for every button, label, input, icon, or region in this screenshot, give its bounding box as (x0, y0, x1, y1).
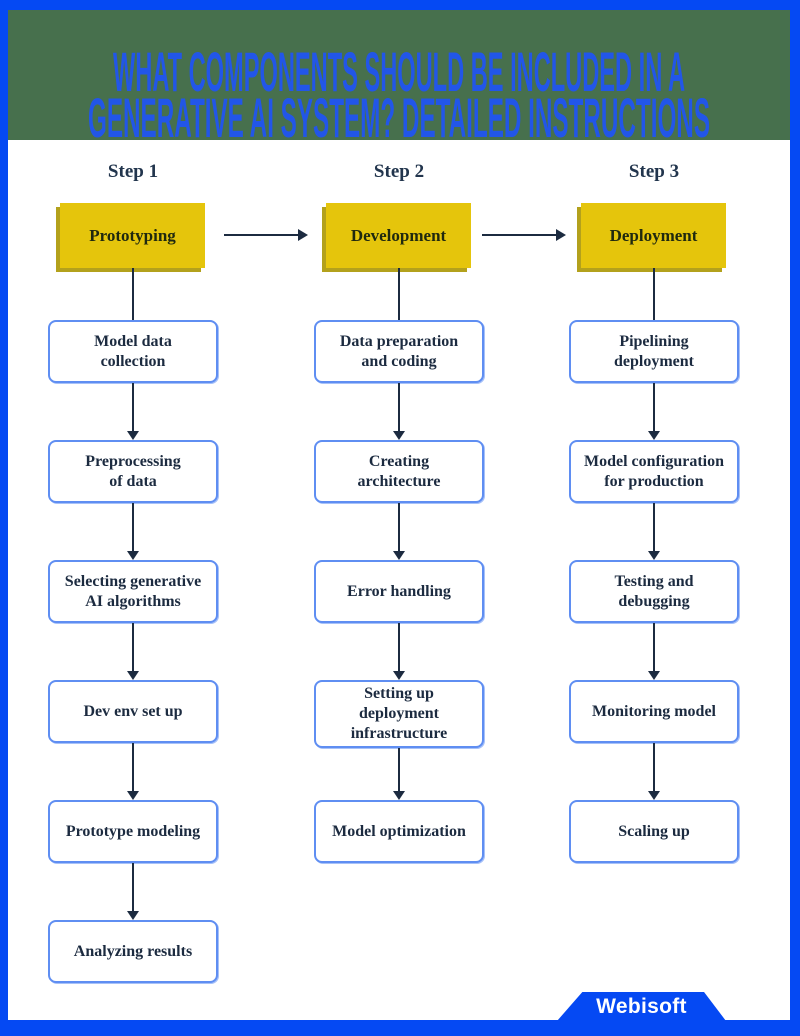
arrow-down-icon (393, 791, 405, 800)
arrow-down-icon (127, 431, 139, 440)
title-graphic: WHAT COMPONENTS SHOULD BE INCLUDED IN A … (88, 40, 710, 140)
connector-line (653, 268, 655, 320)
flow-box: Model configuration for production (569, 440, 739, 503)
arrow-down-icon (648, 791, 660, 800)
step-header-box: Deployment (581, 203, 726, 268)
step-label: Step 1 (107, 161, 159, 182)
arrow-down-icon (127, 911, 139, 920)
frame-top-border (0, 0, 800, 10)
arrow-down-line (132, 623, 134, 672)
header-band: WHAT COMPONENTS SHOULD BE INCLUDED IN A … (8, 10, 790, 140)
flow-box: Setting up deployment infrastructure (314, 680, 484, 748)
arrow-down-icon (127, 551, 139, 560)
flow-box: Selecting generative AI algorithms (48, 560, 218, 623)
step-label: Step 2 (373, 161, 425, 182)
arrow-down-line (132, 863, 134, 912)
arrow-down-icon (127, 791, 139, 800)
arrow-step2-step3-line (482, 234, 556, 236)
arrow-down-line (132, 743, 134, 792)
arrow-down-line (653, 383, 655, 432)
arrow-down-line (132, 383, 134, 432)
arrow-down-icon (393, 431, 405, 440)
arrow-down-line (653, 503, 655, 552)
footer-bar (0, 1020, 800, 1036)
flow-box: Error handling (314, 560, 484, 623)
arrow-down-icon (393, 671, 405, 680)
arrow-down-icon (648, 551, 660, 560)
flow-box: Model data collection (48, 320, 218, 383)
frame-right-border (790, 0, 800, 1036)
flow-box: Analyzing results (48, 920, 218, 983)
connector-line (132, 268, 134, 320)
flow-box: Creating architecture (314, 440, 484, 503)
arrow-down-line (132, 503, 134, 552)
arrow-down-line (653, 743, 655, 792)
flow-box: Data preparation and coding (314, 320, 484, 383)
step-label: Step 3 (628, 161, 680, 182)
arrow-down-icon (648, 671, 660, 680)
arrow-right-icon (556, 229, 566, 241)
arrow-down-icon (648, 431, 660, 440)
arrow-right-icon (298, 229, 308, 241)
brand-logo-text: Webisoft (596, 994, 687, 1018)
page-title-line2: GENERATIVE AI SYSTEM? DETAILED INSTRUCTI… (88, 86, 710, 140)
page-title-line1: WHAT COMPONENTS SHOULD BE INCLUDED IN A (113, 40, 685, 103)
flow-box: Testing and debugging (569, 560, 739, 623)
arrow-step1-step2-line (224, 234, 298, 236)
arrow-down-line (398, 503, 400, 552)
step-header-box: Prototyping (60, 203, 205, 268)
flow-box: Pipelining deployment (569, 320, 739, 383)
arrow-down-icon (393, 551, 405, 560)
flow-box: Scaling up (569, 800, 739, 863)
brand-logo: Webisoft (557, 992, 726, 1021)
flow-box: Prototype modeling (48, 800, 218, 863)
arrow-down-icon (127, 671, 139, 680)
arrow-down-line (398, 623, 400, 672)
flow-box: Dev env set up (48, 680, 218, 743)
arrow-down-line (398, 383, 400, 432)
frame-left-border (0, 0, 8, 1036)
arrow-down-line (398, 748, 400, 792)
flow-box: Monitoring model (569, 680, 739, 743)
step-header-box: Development (326, 203, 471, 268)
connector-line (398, 268, 400, 320)
flow-box: Preprocessing of data (48, 440, 218, 503)
arrow-down-line (653, 623, 655, 672)
flow-box: Model optimization (314, 800, 484, 863)
